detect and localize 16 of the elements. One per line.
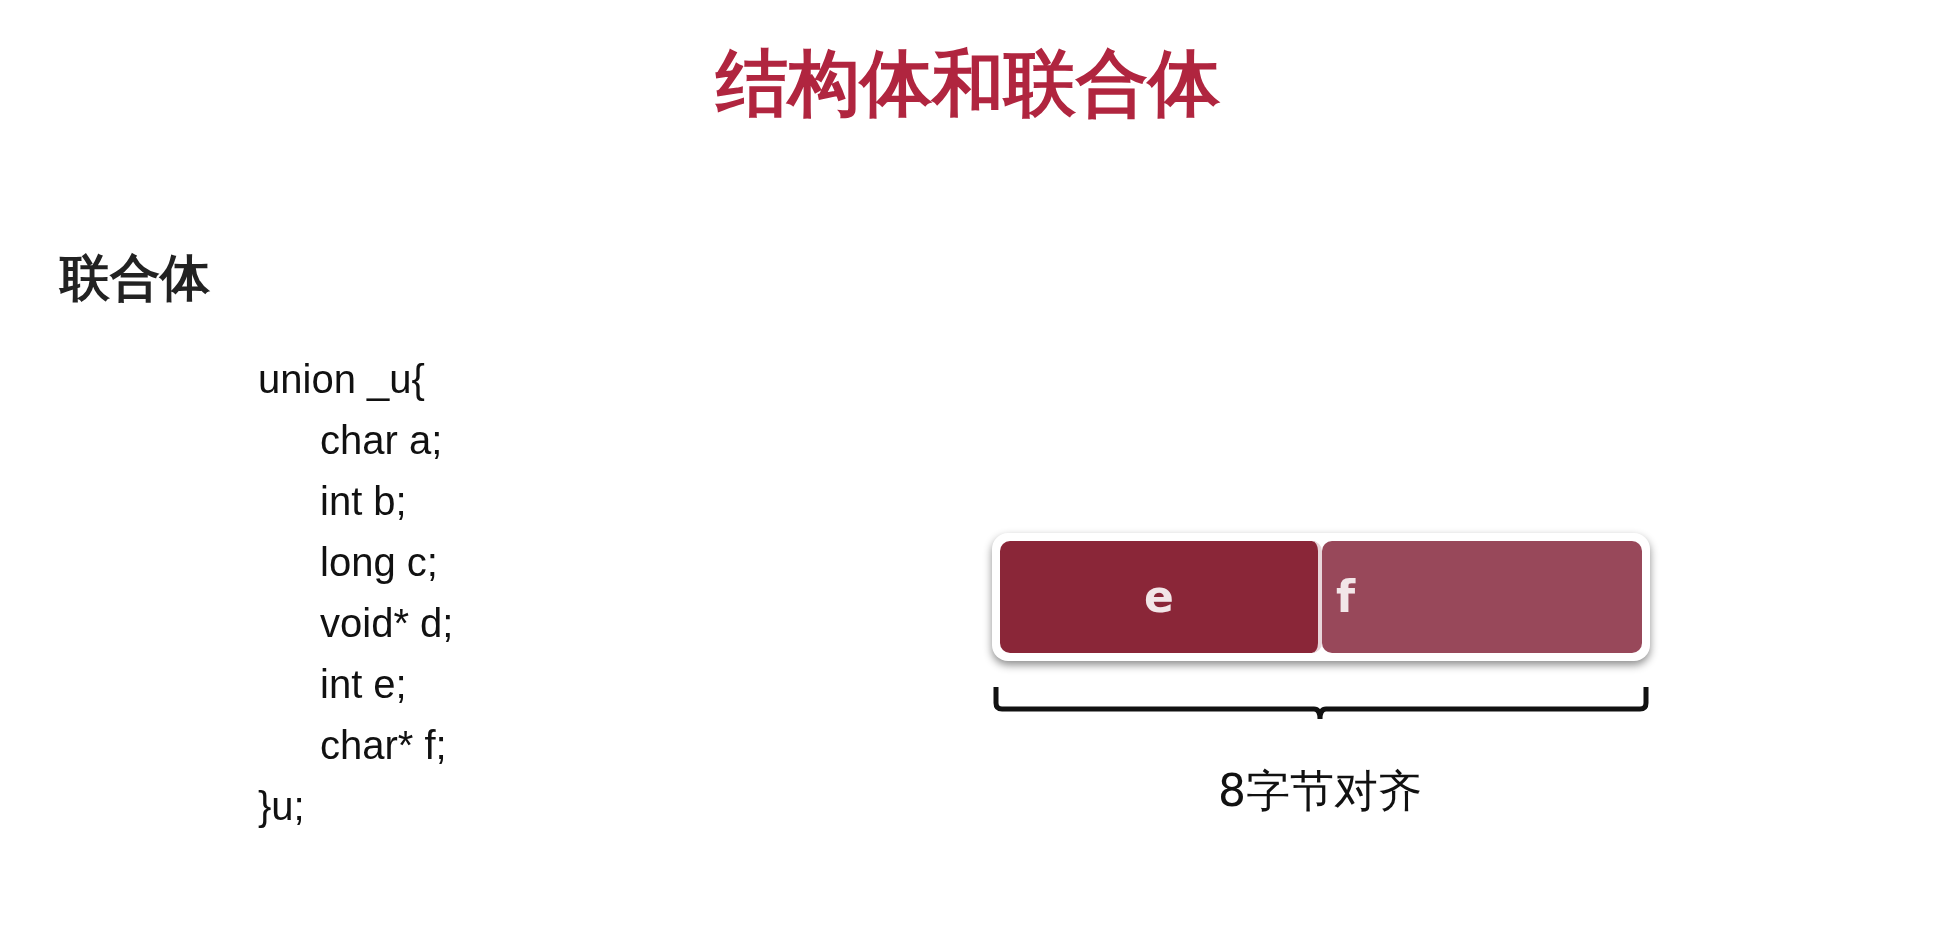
- member-name: e: [1144, 575, 1174, 619]
- memory-bar: [992, 533, 1650, 661]
- code-line: union _u{: [258, 356, 425, 403]
- code-line: char* f;: [320, 722, 447, 769]
- member-name: f: [1336, 575, 1356, 619]
- member-block: [1322, 541, 1642, 653]
- section-heading: 联合体: [60, 248, 210, 308]
- code-line: long c;: [320, 539, 438, 586]
- code-line: int e;: [320, 661, 407, 708]
- member-block: [1000, 541, 1322, 653]
- code-line: void* d;: [320, 600, 454, 647]
- code-line: }u;: [258, 783, 305, 830]
- code-line: int b;: [320, 478, 407, 525]
- code-line: char a;: [320, 417, 443, 464]
- alignment-note: 8字节对齐: [1217, 765, 1423, 818]
- title: 结构体和联合体: [714, 40, 1221, 127]
